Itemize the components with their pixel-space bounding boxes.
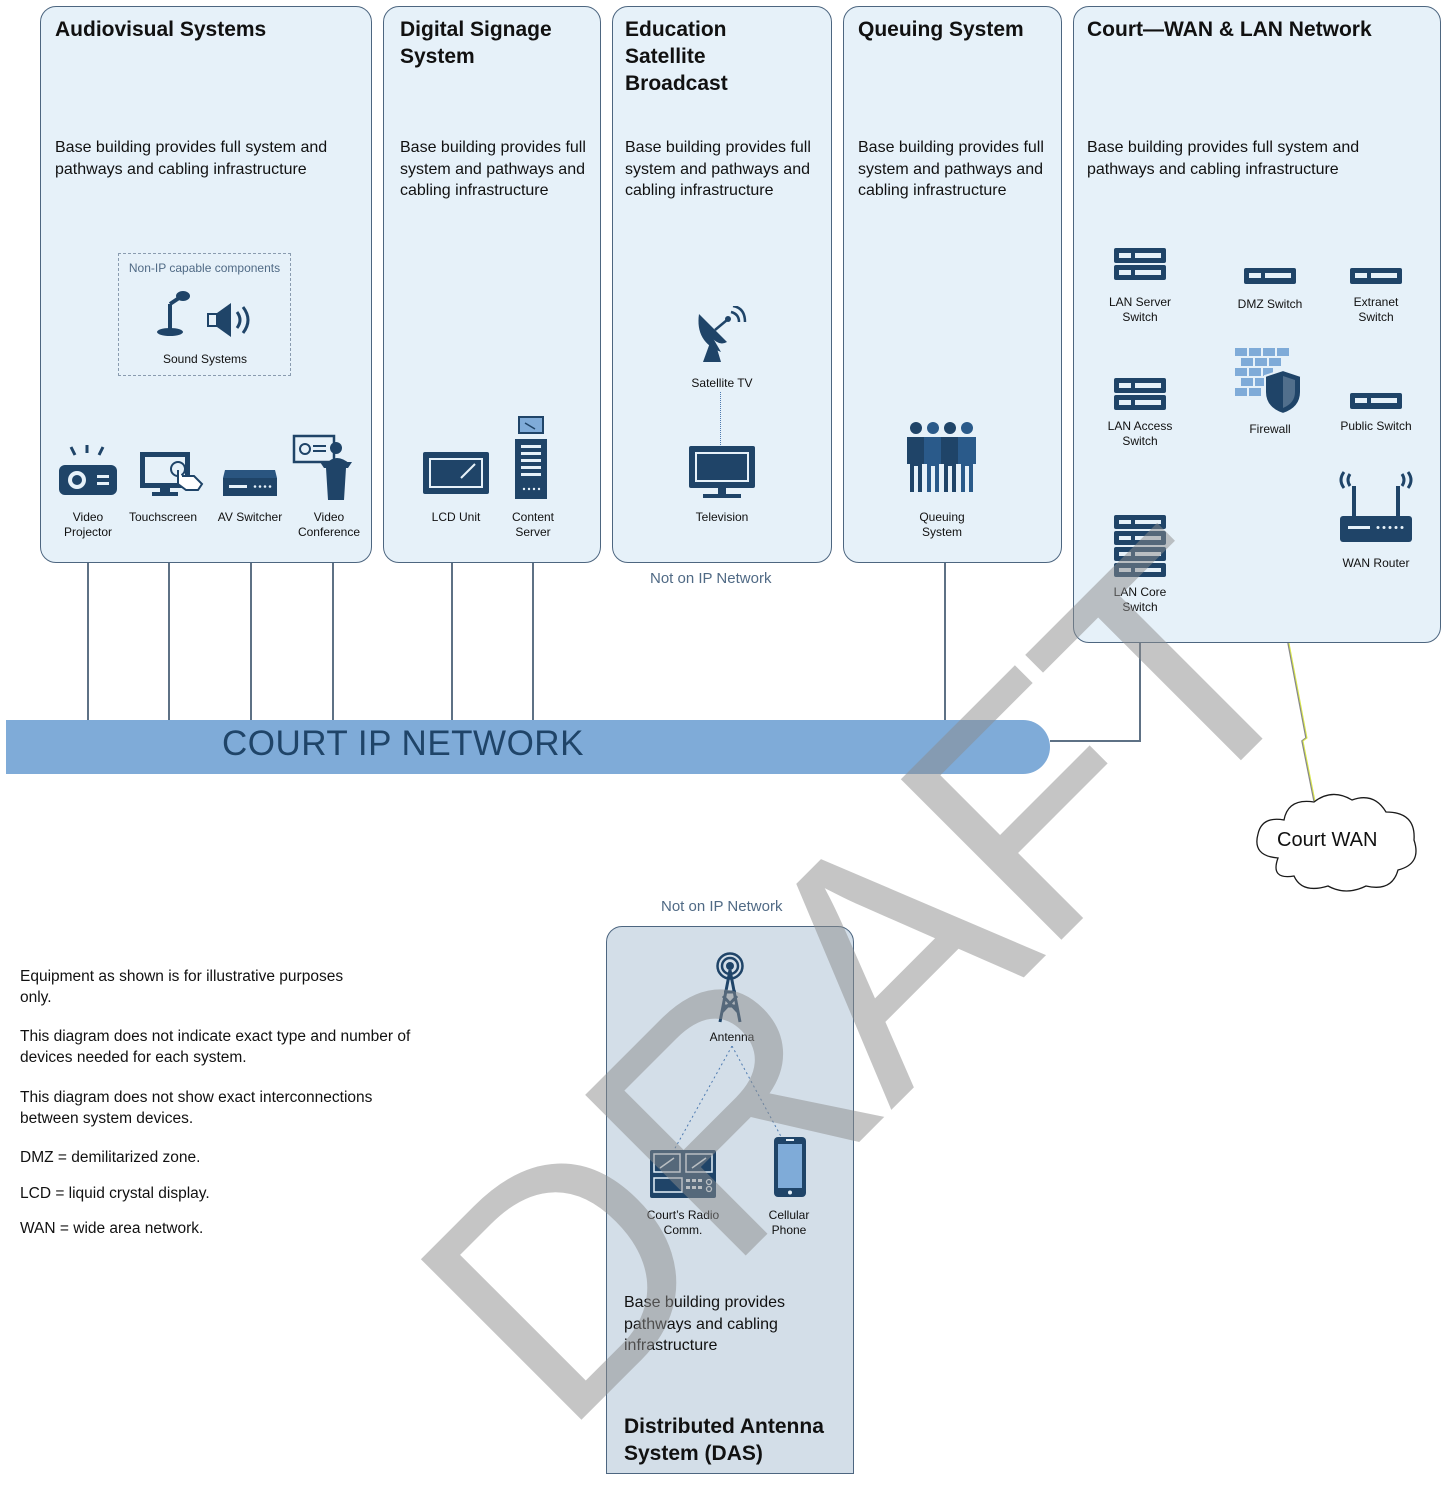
note-4: DMZ = demilitarized zone.	[20, 1149, 201, 1166]
touchscreen-icon	[138, 450, 204, 498]
wire-touchscreen	[168, 563, 170, 721]
satellite-tv-label: Satellite TV	[691, 376, 753, 390]
video-projector-icon	[57, 445, 119, 497]
court-wan-cloud-icon	[1248, 788, 1424, 896]
extranet-switch-label: Extranet Switch	[1353, 295, 1399, 324]
extranet-switch-icon	[1349, 267, 1403, 285]
av-switcher-icon	[221, 468, 279, 498]
note-6: WAN = wide area network.	[20, 1220, 204, 1237]
av-switcher-label: AV Switcher	[217, 510, 283, 524]
panel-title-audiovisual: Audiovisual Systems	[55, 18, 267, 41]
wire-queuing	[944, 563, 946, 721]
panel-digital-signage	[383, 6, 601, 563]
panel-title-wan-lan-network: Court—WAN & LAN Network	[1087, 18, 1372, 41]
note-3: This diagram does not show exact interco…	[20, 1089, 373, 1127]
non-ip-box-label: Non-IP capable components	[128, 261, 281, 275]
satellite-dish-icon	[693, 306, 749, 366]
video-conference-icon	[292, 434, 358, 502]
lan-core-switch-label: LAN Core Switch	[1113, 585, 1167, 614]
wire-lcd	[451, 563, 453, 721]
panel-desc-digital-signage: Base building provides full system and p…	[400, 139, 586, 199]
public-switch-label: Public Switch	[1340, 419, 1412, 433]
wan-router-label: WAN Router	[1342, 556, 1410, 570]
panel-title-digital-signage: Digital Signage System	[400, 18, 552, 68]
note-5: LCD = liquid crystal display.	[20, 1185, 210, 1202]
non-ip-box	[118, 253, 291, 376]
lan-server-switch-icon	[1113, 247, 1167, 281]
das-not-on-ip-note: Not on IP Network	[661, 898, 783, 915]
public-switch-icon	[1349, 392, 1403, 410]
video-projector-label: Video Projector	[63, 510, 113, 539]
note-1: Equipment as shown is for illustrative p…	[20, 968, 344, 1006]
wire-conference	[332, 563, 334, 721]
panel-desc-audiovisual: Base building provides full system and p…	[55, 139, 328, 178]
people-queue-icon	[904, 420, 982, 496]
sound-systems-label: Sound Systems	[162, 352, 248, 366]
video-conference-label: Video Conference	[297, 510, 361, 539]
cellular-phone-icon	[772, 1135, 808, 1199]
lcd-unit-label: LCD Unit	[431, 510, 481, 524]
cellular-phone-label: Cellular Phone	[768, 1208, 810, 1237]
wire-lan-core-v	[1139, 643, 1141, 741]
panel-desc-queuing-system: Base building provides full system and p…	[858, 139, 1044, 199]
lan-core-switch-icon	[1113, 514, 1167, 578]
satellite-tv-dotted-link	[720, 392, 721, 445]
wan-link-lightning	[1284, 643, 1324, 803]
wire-av-switcher	[250, 563, 252, 721]
panel-desc-das: Base building provides pathways and cabl…	[624, 1294, 785, 1354]
speaker-icon	[205, 300, 257, 340]
antenna-tower-icon	[712, 952, 748, 1024]
queuing-system-label: Queuing System	[919, 510, 965, 539]
television-label: Television	[695, 510, 749, 524]
television-icon	[687, 444, 757, 500]
wire-lan-core-h	[1050, 740, 1141, 742]
content-server-icon	[513, 415, 549, 501]
court-wan-label: Court WAN	[1277, 829, 1378, 851]
court-ip-network-bar	[6, 720, 1050, 774]
firewall-label: Firewall	[1249, 422, 1291, 436]
lan-access-switch-label: LAN Access Switch	[1107, 419, 1173, 448]
firewall-icon	[1235, 348, 1305, 416]
touchscreen-label: Touchscreen	[128, 510, 198, 524]
dmz-switch-label: DMZ Switch	[1237, 297, 1303, 311]
panel-title-queuing-system: Queuing System	[858, 18, 1024, 41]
antenna-dotted-links	[672, 1046, 792, 1152]
note-2: This diagram does not indicate exact typ…	[20, 1028, 411, 1066]
panel-das	[606, 926, 854, 1474]
antenna-label: Antenna	[709, 1030, 755, 1044]
dmz-switch-icon	[1243, 267, 1297, 285]
content-server-label: Content Server	[511, 510, 555, 539]
panel-desc-wan-lan-network: Base building provides full system and p…	[1087, 139, 1360, 178]
microphone-icon	[150, 290, 192, 338]
wire-content-server	[532, 563, 534, 721]
lan-access-switch-icon	[1113, 377, 1167, 411]
panel-desc-education-satellite: Base building provides full system and p…	[625, 139, 811, 199]
wan-router-icon	[1334, 470, 1418, 544]
lan-server-switch-label: LAN Server Switch	[1108, 295, 1172, 324]
radio-comm-label: Court’s Radio Comm.	[646, 1208, 720, 1237]
edu-not-on-ip-note: Not on IP Network	[650, 570, 772, 587]
lcd-unit-icon	[421, 450, 491, 496]
panel-title-education-satellite: Education Satellite Broadcast	[625, 18, 728, 95]
radio-comm-icon	[648, 1148, 718, 1200]
panel-title-das: Distributed Antenna System (DAS)	[624, 1415, 824, 1465]
court-ip-network-label: COURT IP NETWORK	[222, 724, 584, 763]
wire-projector	[87, 563, 89, 721]
